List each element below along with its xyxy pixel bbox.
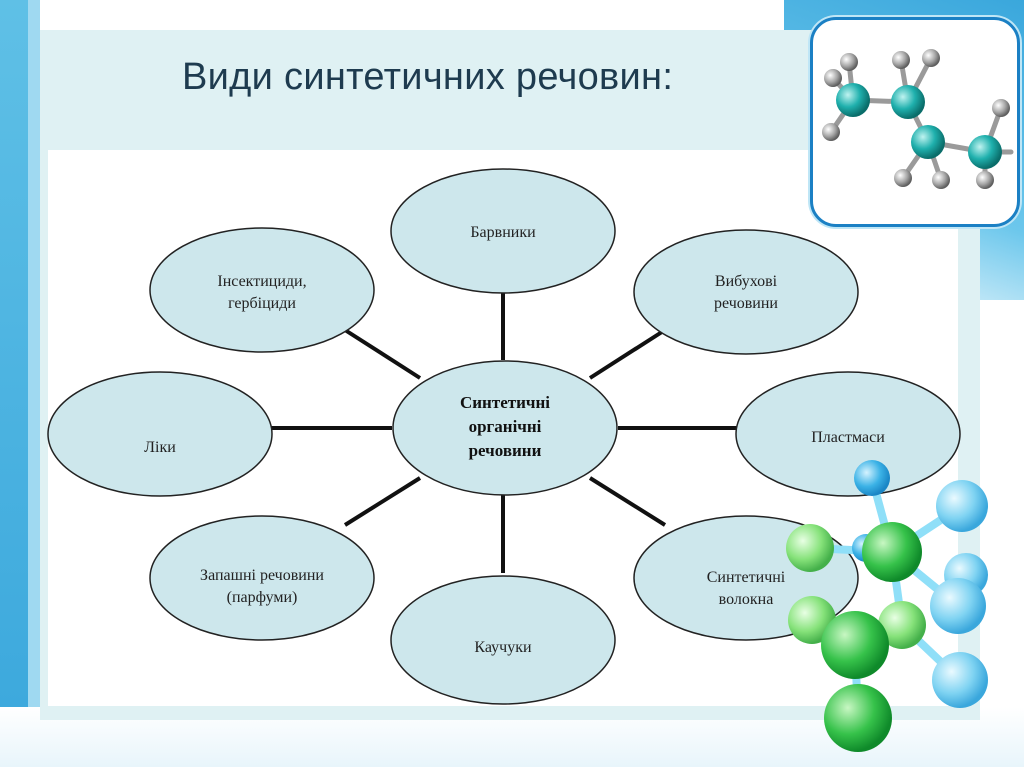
left-accent-stripe: [0, 0, 28, 767]
slide-title: Види синтетичних речовин:: [182, 56, 674, 98]
node-insektytsydy: Інсектициди, гербіциди: [149, 227, 375, 353]
node-vybukhovi: Вибухові речовини: [633, 229, 859, 355]
center-label-2: органічні: [469, 417, 542, 436]
green-molecule-icon: [786, 460, 988, 752]
left-accent-stripe-light: [28, 0, 40, 767]
node-liky-label: Ліки: [144, 439, 176, 456]
node-parfumy-label-1: Запашні речовини: [200, 567, 324, 584]
node-plastmasy: Пластмаси: [735, 371, 961, 497]
center-node: Синтетичні органічні речовини: [392, 360, 618, 496]
node-parfumy-label-2: (парфуми): [227, 589, 298, 606]
node-vybukhovi-label-1: Вибухові: [715, 273, 778, 290]
node-barvnyky: Барвники: [390, 168, 616, 294]
node-vybukhovi-label-2: речовини: [714, 295, 778, 312]
center-label-3: речовини: [469, 441, 542, 460]
node-insektytsydy-label-1: Інсектициди,: [217, 273, 306, 290]
node-insektytsydy-label-2: гербіциди: [228, 295, 296, 312]
connector-vybukhovi: [588, 328, 667, 380]
butane-molecule-icon: [822, 49, 1014, 189]
node-barvnyky-label: Барвники: [470, 224, 536, 241]
connector-insektytsydy: [343, 328, 422, 380]
node-volokna-label-1: Синтетичні: [707, 569, 786, 586]
connectors: [270, 292, 738, 573]
node-parfumy: Запашні речовини (парфуми): [149, 515, 375, 641]
node-volokna-label-2: волокна: [719, 591, 774, 608]
node-plastmasy-label: Пластмаси: [811, 429, 885, 446]
node-liky: Ліки: [47, 371, 273, 497]
center-label-1: Синтетичні: [460, 393, 550, 412]
node-kauchuky: Каучуки: [390, 575, 616, 705]
node-kauchuky-label: Каучуки: [474, 639, 532, 656]
connector-parfumy: [343, 476, 422, 527]
connector-volokna: [588, 476, 667, 527]
molecule-picture-frame: [810, 17, 1020, 227]
